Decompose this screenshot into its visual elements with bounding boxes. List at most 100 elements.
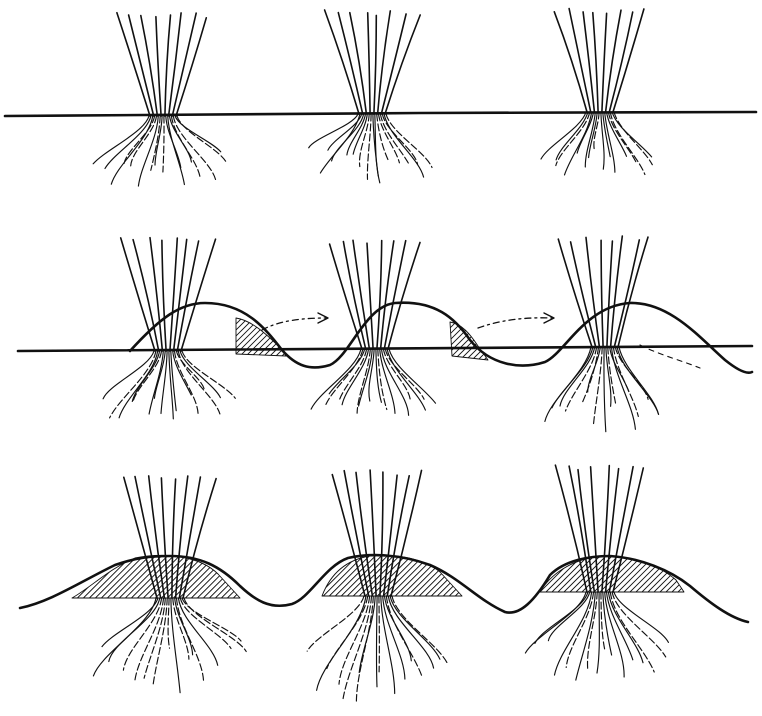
fiber-line [181, 239, 216, 351]
fiber-line [343, 242, 365, 350]
fiber-line [583, 12, 594, 112]
fiber-line [370, 470, 376, 596]
root-line [541, 112, 586, 159]
root-line [555, 592, 592, 675]
hatch-line [436, 322, 474, 360]
row-1-flat-ground [5, 9, 756, 187]
row-1-tuft-2 [309, 10, 432, 183]
hatch-line [508, 322, 546, 360]
hatch-line [496, 322, 534, 360]
fiber-line [165, 15, 171, 116]
root-line [123, 598, 161, 670]
hatch-line [419, 555, 460, 596]
hatch-line [484, 322, 522, 360]
row-2-wave-ground [18, 236, 752, 432]
row-2-tuft-3 [545, 236, 659, 432]
fiber-line [350, 13, 367, 114]
hatch-line [455, 555, 496, 596]
hatch-line [504, 556, 540, 592]
hatch-line [203, 555, 246, 598]
hatch-line [412, 322, 450, 360]
hatch-line [35, 555, 78, 598]
root-line [317, 596, 366, 690]
row-1-tuft-1 [93, 13, 226, 186]
hatch-line [293, 555, 334, 596]
root-line [375, 114, 380, 183]
root-line [613, 347, 638, 416]
fiber-line [558, 239, 592, 347]
root-line [552, 347, 593, 408]
hatch-line [678, 556, 714, 592]
row-2-wave-line [130, 303, 752, 373]
hatch-line [425, 555, 466, 596]
hatch-line [407, 555, 448, 596]
fiber-line [150, 238, 162, 351]
hatch-line [233, 555, 276, 598]
hatch-line [479, 555, 520, 596]
row-2-arrow-1-shaft [262, 318, 326, 330]
hatch-line [257, 555, 300, 598]
fiber-line [141, 16, 158, 117]
fiber-line [124, 477, 157, 598]
root-line [171, 351, 176, 411]
hatch-line [702, 556, 738, 592]
fiber-line [378, 11, 391, 114]
fiber-line [569, 9, 591, 113]
hatch-line [227, 555, 270, 598]
fiber-line [367, 243, 373, 349]
root-line [178, 598, 217, 665]
hatch-line [215, 555, 258, 598]
root-line [389, 349, 436, 403]
hatch-line [323, 555, 364, 596]
root-line [177, 598, 204, 680]
fiber-line [388, 243, 420, 350]
fiber-line [602, 13, 607, 112]
row-2-arrow-2-shaft [478, 318, 552, 328]
hatch-line [696, 556, 732, 592]
root-line [376, 596, 377, 687]
hatch-line [245, 555, 288, 598]
hatch-line [516, 556, 552, 592]
fiber-line [618, 237, 648, 347]
hatch-fill [504, 556, 750, 592]
fiber-line [330, 244, 362, 349]
hatch-line [251, 555, 294, 598]
hatch-line [281, 555, 324, 598]
row-2-dashed-contour [640, 345, 700, 368]
root-line [175, 598, 193, 655]
root-line [177, 116, 226, 162]
hatch-line [490, 322, 528, 360]
hatch-line [311, 555, 352, 596]
root-line [168, 598, 169, 648]
root-line [180, 351, 220, 398]
hatch-line [510, 556, 546, 592]
row-3-mound-ground [20, 465, 750, 701]
hatch-line [383, 555, 424, 596]
row-2-tuft-2 [311, 240, 435, 415]
root-line [604, 347, 606, 432]
fiber-line [613, 468, 643, 592]
hatch-line [478, 322, 516, 360]
hatch-line [497, 555, 538, 596]
root-line [343, 596, 371, 699]
hatch-line [281, 555, 322, 596]
hatch-line [502, 322, 540, 360]
hatch-line [467, 555, 508, 596]
hatch-line [269, 555, 312, 598]
root-line [163, 116, 164, 172]
root-line [384, 114, 424, 177]
root-line [171, 116, 200, 179]
root-line [339, 596, 370, 684]
root-line [378, 349, 387, 410]
hatch-line [389, 555, 430, 596]
hatch-line [377, 555, 418, 596]
root-line [381, 596, 395, 694]
root-line [380, 349, 395, 413]
root-line [605, 112, 615, 172]
fiber-line [162, 240, 166, 351]
root-line [597, 592, 599, 673]
hatch-line [514, 322, 552, 360]
fiber-line [169, 13, 182, 116]
row-3-tuft-3 [525, 465, 668, 680]
